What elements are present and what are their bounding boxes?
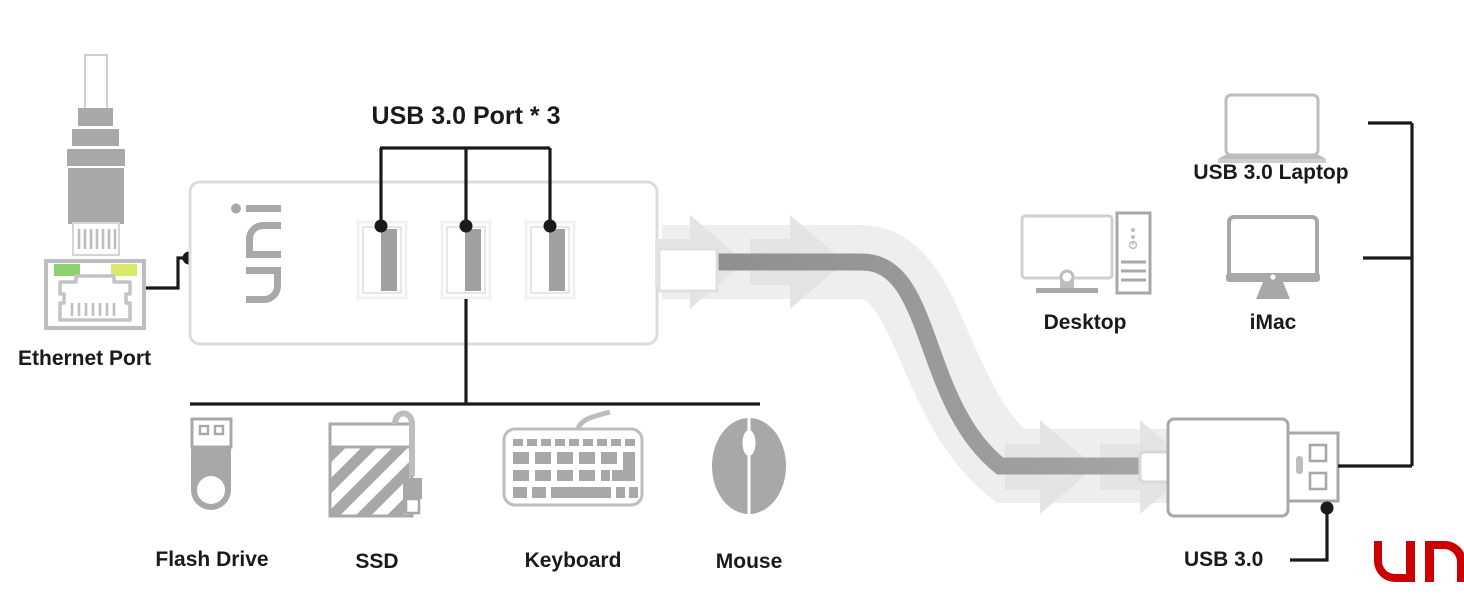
usb-ports-callout-bracket xyxy=(379,146,552,226)
desktop-icon xyxy=(1020,211,1152,295)
usb-a-connector-icon xyxy=(1166,417,1340,518)
ssd-drive-icon xyxy=(328,410,422,518)
keyboard-label: Keyboard xyxy=(524,549,622,572)
usb30-label: USB 3.0 xyxy=(1184,548,1264,571)
usb-flash-drive-icon xyxy=(190,417,233,510)
mouse-icon xyxy=(712,418,786,514)
mouse-label: Mouse xyxy=(715,550,783,573)
ethernet-jack-icon xyxy=(44,259,146,330)
usb-port-1 xyxy=(356,220,408,300)
usb30-callout-line xyxy=(1290,501,1334,562)
ethernet-port-label: Ethernet Port xyxy=(18,347,152,370)
ethernet-led-green xyxy=(54,264,80,276)
brand-logo-uni xyxy=(1374,541,1464,582)
desktop-label: Desktop xyxy=(1043,311,1127,334)
usb-ports-title-label: USB 3.0 Port * 3 xyxy=(371,102,561,130)
peripheral-bus-line xyxy=(190,299,760,406)
ssd-label: SSD xyxy=(355,550,399,573)
ethernet-callout-line xyxy=(146,251,196,290)
usb-ports-callout-dots xyxy=(374,219,557,233)
imac-icon xyxy=(1226,215,1320,299)
host-bus-line xyxy=(1338,121,1414,468)
usb-laptop-label: USB 3.0 Laptop xyxy=(1193,161,1349,184)
ethernet-plug-icon xyxy=(67,54,125,256)
hub-brand-mark-uni xyxy=(231,203,281,303)
flash-drive-label: Flash Drive xyxy=(155,548,269,571)
ethernet-led-yellow xyxy=(111,264,137,276)
cable-hub-plug xyxy=(657,247,719,293)
laptop-icon xyxy=(1218,93,1326,163)
imac-label: iMac xyxy=(1249,311,1297,334)
callout-dot-usb30 xyxy=(1320,501,1334,515)
keyboard-icon xyxy=(502,409,644,507)
usb-port-3 xyxy=(524,220,576,300)
usb-port-2 xyxy=(440,220,492,300)
